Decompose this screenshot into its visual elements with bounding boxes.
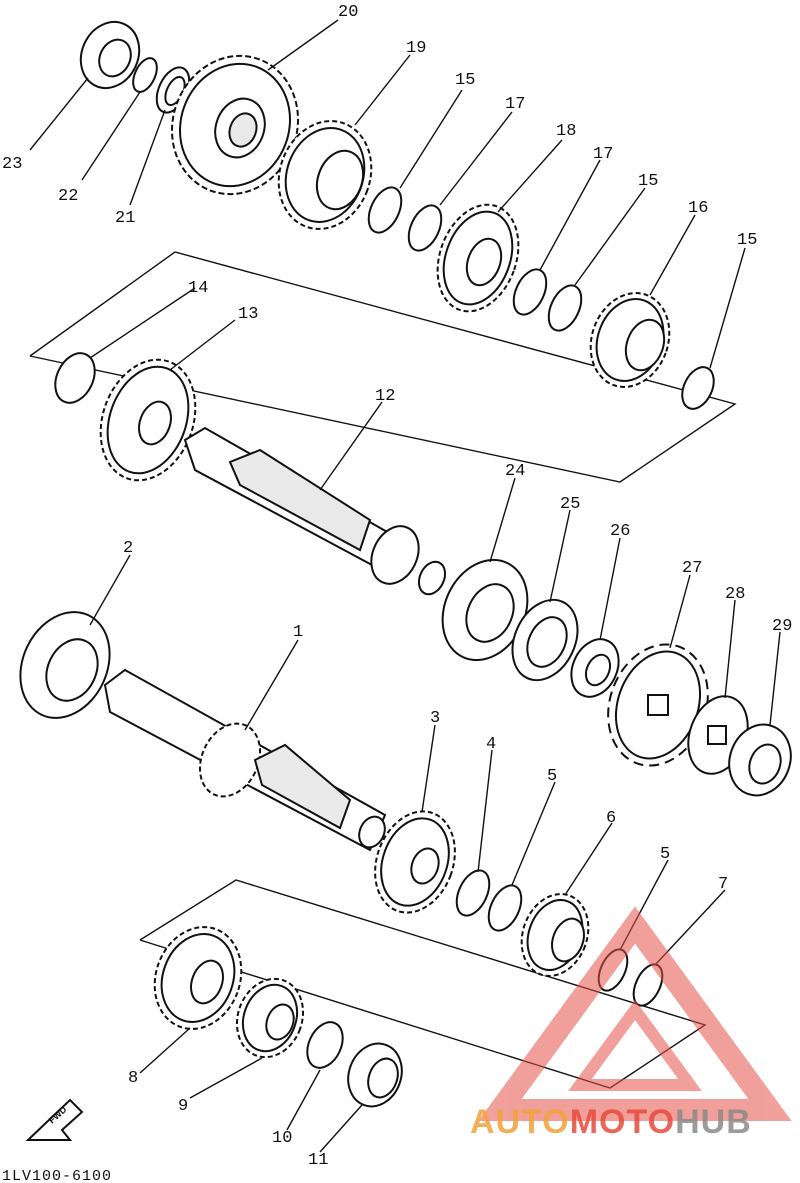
- gear-9: [235, 977, 305, 1059]
- callout-3: 3: [430, 709, 440, 728]
- gear-13: [99, 358, 197, 482]
- callout-14: 14: [188, 279, 208, 298]
- callout-9: 9: [178, 1097, 188, 1116]
- callout-21: 21: [115, 209, 135, 228]
- circlip-15b: [547, 284, 583, 332]
- callout-25: 25: [560, 495, 580, 514]
- gear-20: [171, 54, 299, 196]
- circlip-15c: [681, 366, 715, 410]
- bearing-23: [79, 20, 141, 90]
- callout-5a: 5: [547, 767, 557, 786]
- shaft-12: [183, 426, 447, 596]
- callout-10: 10: [272, 1129, 292, 1148]
- svg-text:AUTOMOTOHUB: AUTOMOTOHUB: [470, 1103, 752, 1141]
- watermark-logo-icon: [478, 906, 792, 1121]
- callout-15b: 15: [638, 172, 658, 191]
- gear-19: [277, 120, 373, 230]
- callout-1: 1: [293, 623, 303, 642]
- callout-26: 26: [610, 522, 630, 541]
- washer-14: [54, 352, 96, 404]
- bushing-11: [347, 1042, 403, 1108]
- nut-29: [728, 723, 792, 797]
- callout-16: 16: [688, 199, 708, 218]
- callout-24: 24: [505, 462, 525, 481]
- callout-8: 8: [128, 1069, 138, 1088]
- callout-15a: 15: [455, 71, 475, 90]
- callout-18: 18: [556, 122, 576, 141]
- circlip-15a: [367, 186, 403, 234]
- gear-6: [520, 893, 590, 977]
- callout-6: 6: [606, 809, 616, 828]
- washer-17a: [407, 204, 443, 252]
- bearing-2: [19, 611, 111, 719]
- callout-13: 13: [238, 305, 258, 324]
- callout-17b: 17: [593, 145, 613, 164]
- washer-4: [455, 869, 491, 917]
- ring-22: [132, 57, 158, 93]
- callout-17a: 17: [505, 95, 525, 114]
- washer-10: [306, 1021, 344, 1069]
- callout-27: 27: [682, 559, 702, 578]
- callout-4: 4: [486, 735, 496, 754]
- leader-lines: [29, 19, 781, 1153]
- circlip-5a: [487, 884, 523, 932]
- oil-seal-25: [511, 598, 579, 682]
- callout-15c: 15: [737, 231, 757, 250]
- fwd-arrow-icon: FWD: [25, 1098, 84, 1141]
- gear-16: [589, 292, 671, 388]
- callout-28: 28: [725, 585, 745, 604]
- callout-11: 11: [308, 1151, 328, 1170]
- gear-3: [374, 810, 456, 914]
- washer-17b: [512, 268, 548, 316]
- callout-12: 12: [375, 387, 395, 406]
- callout-22: 22: [58, 187, 78, 206]
- bearing-24: [441, 558, 529, 662]
- callout-5b: 5: [660, 845, 670, 864]
- callout-2: 2: [123, 539, 133, 558]
- collar-26: [570, 638, 620, 698]
- sprocket-27: [607, 643, 709, 767]
- gear-18: [436, 203, 520, 313]
- callout-20: 20: [338, 3, 358, 22]
- callout-23: 23: [2, 155, 22, 174]
- counter-shaft-group-outline: [29, 251, 737, 483]
- callout-19: 19: [406, 39, 426, 58]
- gear-8: [153, 926, 243, 1030]
- callout-7: 7: [718, 875, 728, 894]
- shaft-1: [103, 668, 387, 852]
- diagram-code: 1LV100-6100: [2, 1168, 112, 1183]
- callout-29: 29: [772, 617, 792, 636]
- watermark-text: AUTOMOTOHUB: [470, 1103, 752, 1141]
